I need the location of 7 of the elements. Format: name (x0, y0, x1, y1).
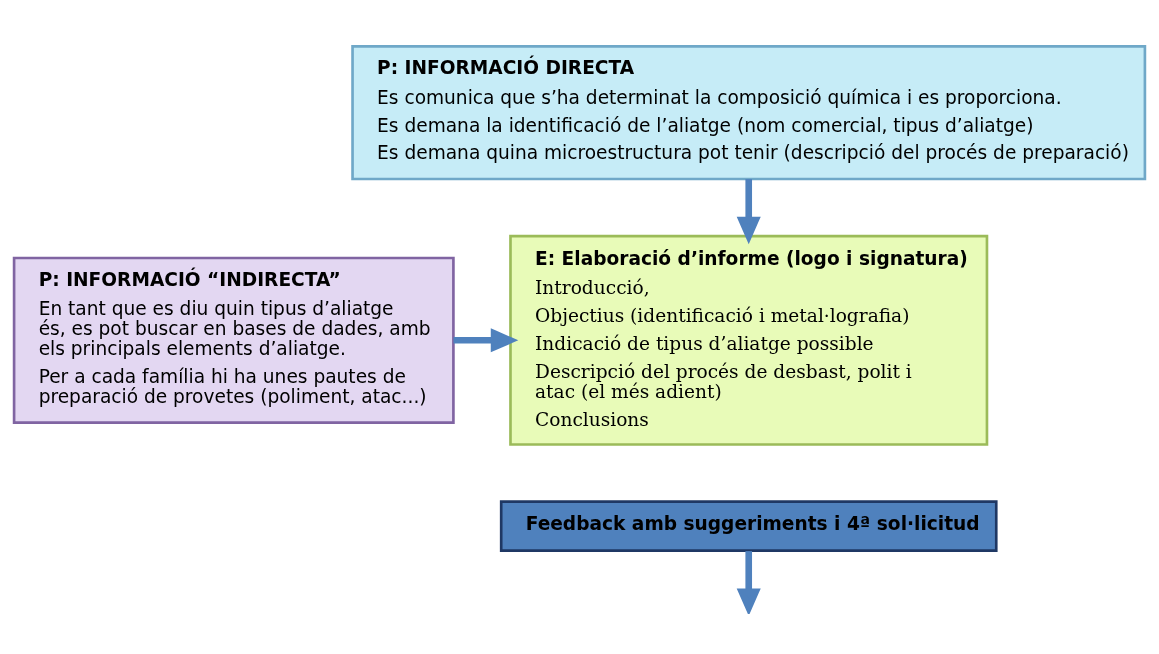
node-box: E: Elaboració d’informe (logo i signatura) Introducció, Objectius (identificació i metal·lografia) Indicació de tipus d’aliatge possible Descripció del procés de desbast, polit i atac (el més adient) Conclusions (509, 234, 989, 446)
node-box: Feedback amb suggeriments i 4ª sol·licitud (499, 499, 998, 552)
arrow (736, 550, 761, 614)
node-box: P: INFORMACIÓ “INDIRECTA” En tant que es diu quin tipus d’aliatge és, es pot buscar en bases de dades, amb els principals elements d’aliatge. Per a cada família hi ha unes pautes de preparació de provetes (poliment, atac...) (12, 256, 455, 424)
arrow (453, 327, 519, 352)
arrow (736, 178, 761, 244)
node-box: P: INFORMACIÓ DIRECTA Es comunica que s’ha determinat la composició química i es proporciona. Es demana la identificació de l’aliatge (nom comercial, tipus d’aliatge) Es demana quina microestructura pot tenir (descripció del procés de preparació) (351, 44, 1147, 180)
